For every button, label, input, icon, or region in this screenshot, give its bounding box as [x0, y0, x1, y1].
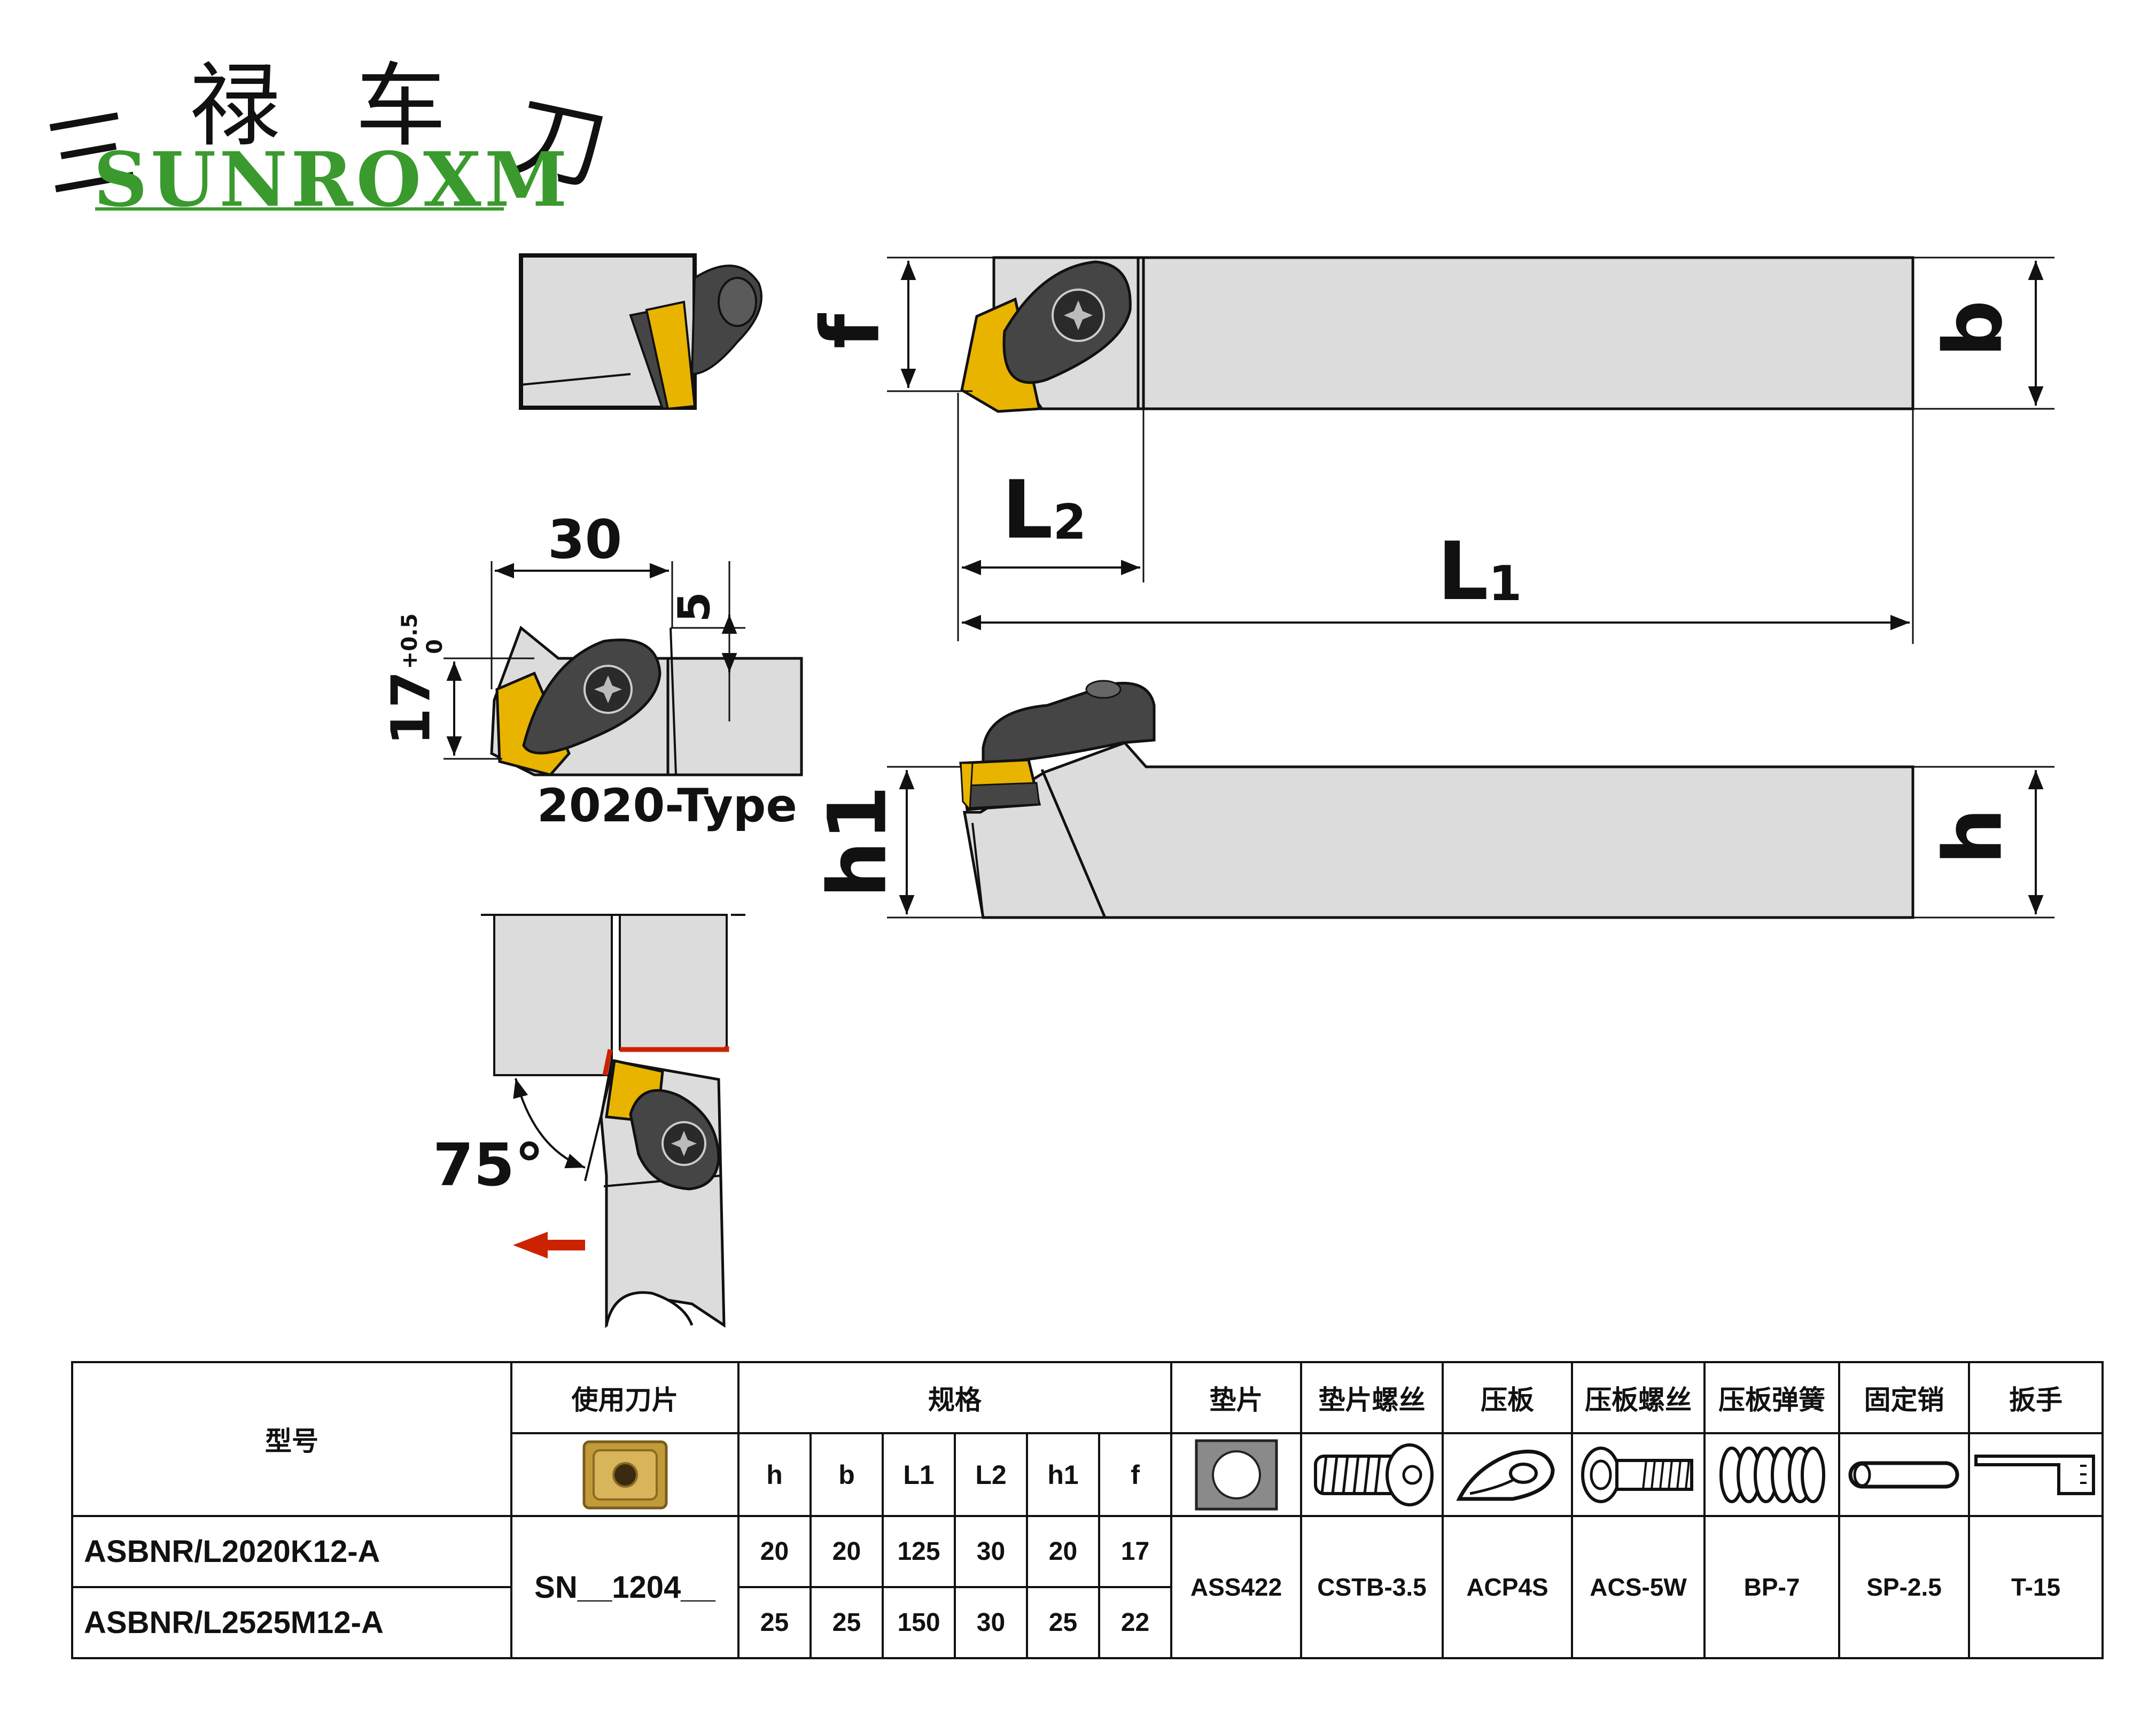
part-pin: SP-2.5 — [1838, 1515, 1971, 1659]
type-2020-detail — [443, 561, 803, 776]
brand-underline — [95, 207, 504, 211]
label-h1: h1 — [811, 785, 905, 898]
insert-image — [582, 1440, 667, 1509]
header-pin: 固定销 — [1838, 1361, 1971, 1434]
header-clamp-screw: 压板螺丝 — [1571, 1361, 1706, 1434]
brand-char-3: 车 — [355, 53, 447, 159]
value-h: 20 — [737, 1515, 812, 1588]
model-cell: ASBNR/L2020K12-A — [71, 1515, 512, 1588]
value-h: 25 — [737, 1586, 812, 1659]
dimension-L2 — [957, 393, 1145, 641]
header-clamp-spring: 压板弹簧 — [1703, 1361, 1841, 1434]
shim-icon — [1195, 1439, 1278, 1510]
label-L1: L1 — [1437, 525, 1522, 618]
value-b: 25 — [810, 1586, 884, 1659]
clamp-screw-icon — [1581, 1446, 1694, 1503]
dimension-L1 — [962, 409, 1914, 644]
label-tol-zero: 0 — [422, 639, 447, 654]
dimension-f — [887, 256, 994, 392]
label-30: 30 — [548, 508, 622, 571]
label-L2: L2 — [1002, 464, 1087, 557]
header-model: 型号 — [71, 1361, 512, 1517]
value-b: 20 — [810, 1515, 884, 1588]
part-clamp: ACP4S — [1442, 1515, 1574, 1659]
label-f: f — [804, 314, 898, 349]
head-detail-top — [519, 253, 762, 410]
header-wrench: 扳手 — [1968, 1361, 2104, 1434]
header-clamp: 压板 — [1442, 1361, 1574, 1434]
label-h: h — [1927, 807, 2020, 865]
label-angle: 75° — [433, 1131, 544, 1199]
header-shim: 垫片 — [1170, 1361, 1303, 1434]
value-L1: 150 — [882, 1586, 956, 1659]
value-L1: 125 — [882, 1515, 956, 1588]
label-tol-plus: +0.5 — [398, 613, 423, 670]
part-shim-screw: CSTB-3.5 — [1300, 1515, 1444, 1659]
header-shim-screw: 垫片螺丝 — [1300, 1361, 1444, 1434]
holder-side-view — [959, 680, 1914, 919]
value-L2: 30 — [954, 1515, 1028, 1588]
insert-image-cell — [510, 1432, 740, 1517]
label-type: 2020-Type — [537, 779, 797, 833]
spec-table: 型号 使用刀片 规格 垫片 垫片螺丝 压板 压板螺丝 压板弹簧 固定销 扳手 h… — [71, 1361, 2104, 1659]
value-f: 17 — [1098, 1515, 1173, 1588]
part-clamp-screw: ACS-5W — [1571, 1515, 1706, 1659]
spec-col-h: h — [737, 1432, 812, 1517]
application-view — [481, 914, 745, 1328]
dimension-h — [1913, 766, 2054, 919]
spec-col-L2: L2 — [954, 1432, 1028, 1517]
header-insert: 使用刀片 — [510, 1361, 740, 1434]
label-b: b — [1927, 300, 2020, 357]
label-17: 17 — [379, 671, 442, 745]
spec-col-h1: h1 — [1026, 1432, 1100, 1517]
label-5: 5 — [669, 592, 720, 623]
shim-icon-cell — [1170, 1432, 1303, 1517]
spec-col-L1: L1 — [882, 1432, 956, 1517]
part-wrench: T-15 — [1968, 1515, 2104, 1659]
insert-value-cell: SN__1204__ — [510, 1515, 740, 1659]
wrench-icon — [1974, 1454, 2095, 1495]
clamp-screw-icon-cell — [1571, 1432, 1706, 1517]
brand-char-2: 禄 — [190, 53, 281, 159]
model-cell: ASBNR/L2525M12-A — [71, 1586, 512, 1659]
part-clamp-spring: BP-7 — [1703, 1515, 1841, 1659]
spring-icon-cell — [1703, 1432, 1841, 1517]
wrench-icon-cell — [1968, 1432, 2104, 1517]
dimension-b — [1913, 256, 2054, 410]
clamp-icon — [1456, 1449, 1555, 1501]
value-h1: 25 — [1026, 1586, 1100, 1659]
value-f: 22 — [1098, 1586, 1173, 1659]
value-h1: 20 — [1026, 1515, 1100, 1588]
header-spec: 规格 — [737, 1361, 1173, 1434]
shim-screw-icon-cell — [1300, 1432, 1444, 1517]
shim-screw-icon — [1313, 1443, 1434, 1506]
pin-icon-cell — [1838, 1432, 1971, 1517]
clamp-icon-cell — [1442, 1432, 1574, 1517]
value-L2: 30 — [954, 1586, 1028, 1659]
pin-icon — [1848, 1461, 1959, 1488]
spec-col-f: f — [1098, 1432, 1173, 1517]
dimension-h1 — [887, 766, 983, 919]
part-shim: ASS422 — [1170, 1515, 1303, 1659]
technical-drawing — [443, 253, 2054, 1328]
spring-icon — [1719, 1446, 1826, 1503]
spec-col-b: b — [810, 1432, 884, 1517]
holder-top-view — [960, 256, 1914, 413]
